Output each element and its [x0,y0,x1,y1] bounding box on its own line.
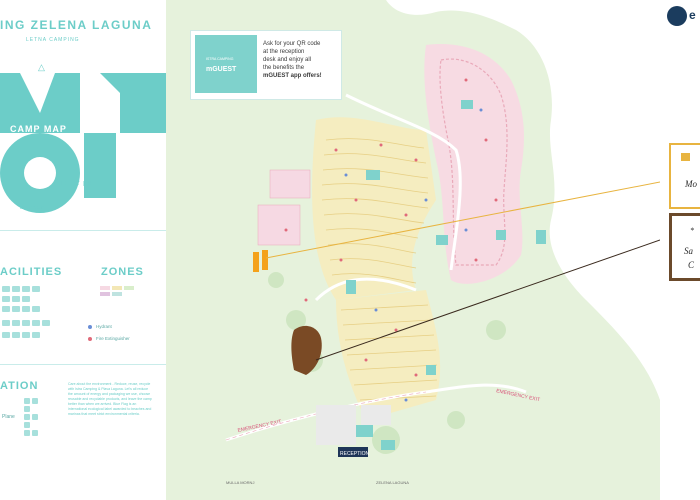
location-heading: ATION [0,380,39,392]
fire-extinguisher-markers [284,78,498,377]
triangle-icon: △ [38,62,45,72]
extinguisher-dot-icon [88,337,92,341]
campsite-rows [321,138,438,401]
reception-label: RECEPTION [340,451,370,457]
annotation-callout-brown: * Sa C [669,213,700,281]
facilities-heading: ACILITIES [0,266,63,278]
highlight-brown-area [291,325,322,375]
plane-label: Plane [2,414,15,420]
highlight-orange-area-2 [262,250,268,270]
annotation-callout-gold: Mo [669,143,700,209]
accommodation-icon [681,153,690,161]
facility-buildings [346,100,546,450]
environment-info-text: Care about the environment - Reduce, reu… [68,382,152,416]
yellow-zone-south [336,290,441,420]
yellow-zone-center [312,117,436,300]
camp-map-label: CAMP MAP [10,124,67,134]
hydrant-label: Hydrant [96,324,112,329]
annotation-line-gold [265,181,660,259]
divider [0,364,166,365]
languages-label: HR | IT | NL [58,181,97,187]
west-plots [257,169,311,246]
mguest-app-banner: ISTRA CAMPING mGUEST [195,35,257,93]
pink-zone-paths [439,58,508,266]
zones-heading: ZONES [101,266,144,278]
annotation-line-brown [315,239,660,361]
map-legend-panel: ING ZELENA LAGUNA LETNA CAMPING △ CAMP M… [0,0,166,500]
mguest-app-name: mGUEST [206,66,237,73]
emergency-route [225,391,427,441]
reception-building [338,447,368,457]
parking-areas [316,405,391,445]
brand-logo-icon [667,6,687,26]
highlight-orange-area-1 [253,252,259,272]
annotation-bottom-text-1: Sa [684,246,693,256]
annotation-bottom-text-2: C [688,260,695,270]
website-label: laguna.com [20,205,46,211]
bottom-direction-right: ZELENA LAGUNA [376,480,409,485]
extinguisher-label: Fire Extinguisher [96,336,130,341]
bottom-direction-left: MULLA MORNJ [226,480,254,485]
camp-subtitle: LETNA CAMPING [26,37,80,43]
mguest-card-text: Ask for your QR code at the reception de… [263,41,322,79]
camp-title: ING ZELENA LAGUNA [0,18,153,32]
mguest-small-label: ISTRA CAMPING [206,57,234,61]
divider [0,230,166,231]
brand-logo-text: e [689,8,696,22]
camp-map[interactable]: RECEPTION EMERGENCY EXIT EMERGENCY EXIT … [166,0,660,500]
annotation-top-text: Mo [685,179,697,189]
mguest-promo-card: ISTRA CAMPING mGUEST Ask for your QR cod… [190,30,342,100]
hydrant-markers [344,108,483,402]
hydrant-dot-icon [88,325,92,329]
camp-logo-graphic [0,73,166,213]
pink-zone [424,44,524,284]
